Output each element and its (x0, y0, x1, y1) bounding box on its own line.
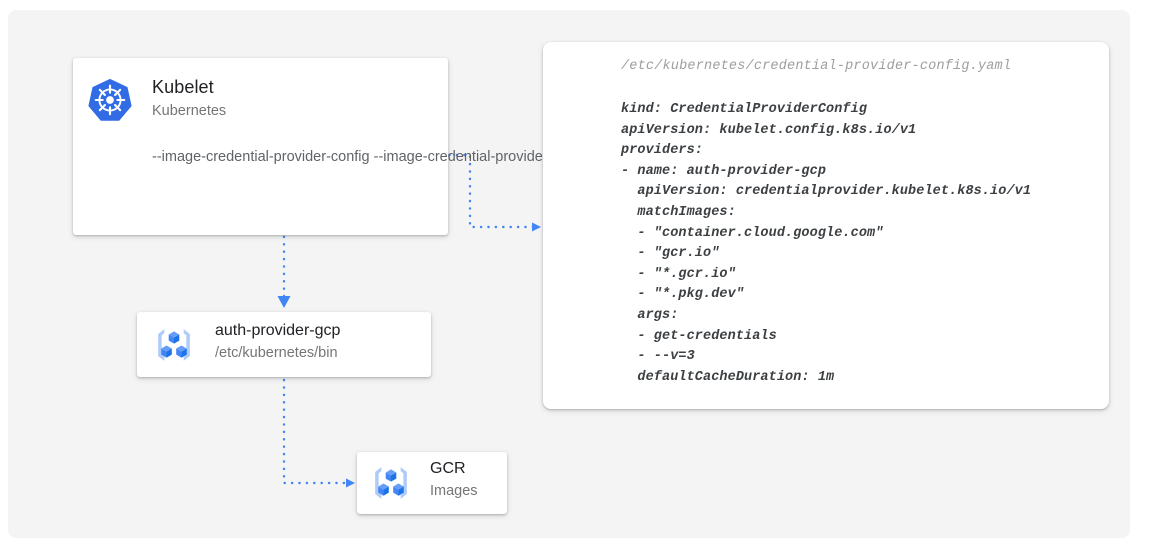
container-registry-icon (375, 467, 407, 499)
auth-provider-gcp-subtitle: /etc/kubernetes/bin (215, 345, 338, 361)
kubelet-node[interactable]: Kubelet Kubernetes --image-credential-pr… (73, 58, 593, 235)
credential-provider-config-panel[interactable]: /etc/kubernetes/credential-provider-conf… (543, 42, 1109, 409)
kubelet-title: Kubelet (152, 77, 214, 97)
config-yaml-body: kind: CredentialProviderConfig apiVersio… (621, 102, 1032, 385)
container-registry-icon (158, 329, 190, 361)
gcr-title: GCR (430, 460, 466, 477)
auth-provider-gcp-title: auth-provider-gcp (215, 322, 341, 339)
kubelet-flags: --image-credential-provider-config --ima… (152, 149, 593, 165)
kubelet-subtitle: Kubernetes (152, 103, 227, 119)
kubernetes-helm-icon (88, 78, 132, 121)
auth-provider-gcp-node[interactable]: auth-provider-gcp /etc/kubernetes/bin (137, 312, 431, 377)
config-file-path: /etc/kubernetes/credential-provider-conf… (621, 59, 1012, 74)
gcr-node[interactable]: GCR Images (357, 452, 507, 514)
gcr-subtitle: Images (430, 483, 478, 499)
